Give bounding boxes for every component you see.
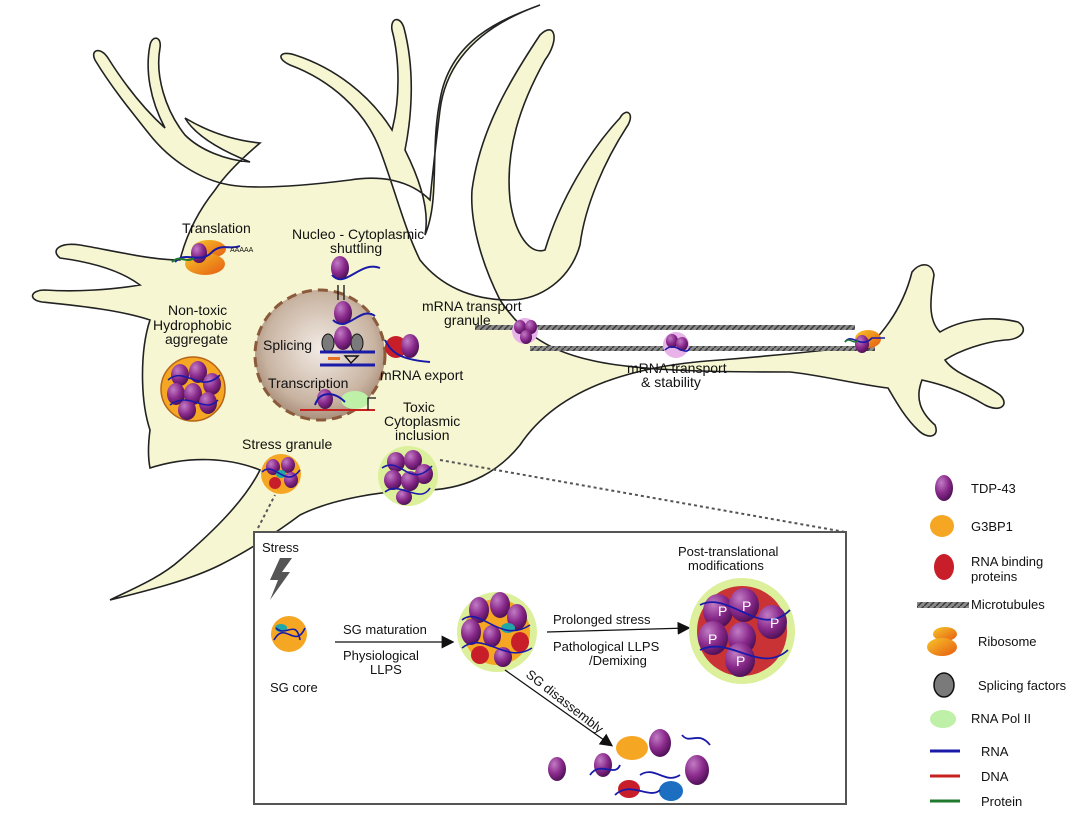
legend-label: RNA Pol II — [971, 711, 1031, 726]
rna-pol-icon — [930, 710, 956, 728]
mrna-export-label: mRNA export — [380, 367, 463, 383]
translation-ribosome — [171, 240, 241, 275]
g3bp1-icon — [930, 515, 954, 537]
lightning-icon — [270, 558, 292, 600]
ribosome-icon — [927, 627, 957, 656]
ptm-label-1: Post-translational — [678, 544, 779, 559]
splicing-factor-icon — [321, 333, 335, 353]
microtubule-icon — [917, 602, 969, 608]
nontoxic-label-2: Hydrophobic — [153, 317, 232, 333]
inset-panel: Stress SG core SG maturation Physiologic… — [253, 531, 847, 805]
tdp43-icon — [331, 256, 349, 280]
p-mark: P — [736, 653, 745, 669]
legend-label: TDP-43 — [971, 481, 1016, 496]
p-mark: P — [742, 598, 751, 614]
physio-label-2: LLPS — [370, 662, 402, 677]
tdp43-icon — [317, 389, 333, 409]
mature-sg — [457, 592, 537, 672]
toxic-label-2: Cytoplasmic — [384, 413, 460, 429]
polya-label: AAAAA — [230, 247, 254, 254]
ptm-inclusion: P P P P P — [689, 578, 795, 684]
legend-label: RNA — [981, 744, 1009, 759]
tdp43-icon — [334, 326, 352, 350]
patho-label-2: /Demixing — [589, 653, 647, 668]
nontoxic-label-3: aggregate — [165, 331, 228, 347]
transport-granule-label-1: mRNA transport — [422, 298, 522, 314]
stress-granule-label: Stress granule — [242, 436, 332, 452]
splicing-factor-icon — [350, 333, 364, 353]
shuttling-group — [331, 256, 381, 325]
sg-core-label: SG core — [270, 680, 318, 695]
prolonged-stress-label: Prolonged stress — [553, 612, 651, 627]
nontoxic-label-1: Non-toxic — [168, 302, 227, 318]
p-mark: P — [708, 631, 717, 647]
disassembled-components — [548, 729, 711, 801]
rna-pol-icon — [341, 391, 369, 409]
stress-label: Stress — [262, 540, 299, 555]
sg-core — [271, 616, 307, 652]
stress-granule — [261, 454, 301, 494]
legend-label: Ribosome — [978, 634, 1037, 649]
neuron-cell-body — [31, 4, 1024, 601]
legend: TDP-43 G3BP1 RNA binding proteins Microt… — [917, 475, 1067, 809]
toxic-label-1: Toxic — [403, 399, 435, 415]
transport-stability-label-1: mRNA transport — [627, 360, 727, 376]
nontoxic-aggregate — [160, 356, 226, 422]
tdp43-icon — [191, 243, 207, 263]
shuttling-label-2: shuttling — [330, 240, 382, 256]
legend-label: Protein — [981, 794, 1022, 809]
shuttling-label-1: Nucleo - Cytoplasmic — [292, 226, 424, 242]
tdp43-icon — [401, 334, 419, 358]
microtubule-lower — [530, 346, 875, 351]
transport-stability-granule — [663, 332, 691, 358]
toxic-label-3: inclusion — [395, 427, 449, 443]
translation-label: Translation — [182, 220, 251, 236]
transcription-label: Transcription — [268, 375, 348, 391]
p-mark: P — [718, 603, 727, 619]
legend-label: RNA binding — [971, 554, 1043, 569]
transport-granule-label-2: granule — [444, 312, 491, 328]
legend-label: G3BP1 — [971, 519, 1013, 534]
nucleus — [253, 288, 387, 422]
toxic-inclusion — [378, 446, 438, 506]
legend-label: DNA — [981, 769, 1009, 784]
physio-label-1: Physiological — [343, 648, 419, 663]
patho-label-1: Pathological LLPS — [553, 639, 660, 654]
tdp43-icon — [334, 301, 352, 325]
microtubule-upper — [475, 325, 855, 330]
ptm-label-2: modifications — [688, 558, 764, 573]
legend-label: Splicing factors — [978, 678, 1067, 693]
splicing-factor-icon — [933, 672, 955, 698]
mrna-export-complex — [384, 334, 431, 363]
p-mark: P — [770, 615, 779, 631]
legend-label: Microtubules — [971, 597, 1045, 612]
rbp-icon — [934, 554, 954, 580]
transport-stability-label-2: & stability — [641, 374, 701, 390]
splicing-label: Splicing — [263, 337, 312, 353]
terminal-ribosome — [844, 330, 885, 353]
legend-label-2: proteins — [971, 569, 1018, 584]
tdp43-icon — [935, 475, 953, 501]
sg-maturation-label: SG maturation — [343, 622, 427, 637]
transport-granule — [512, 318, 538, 344]
